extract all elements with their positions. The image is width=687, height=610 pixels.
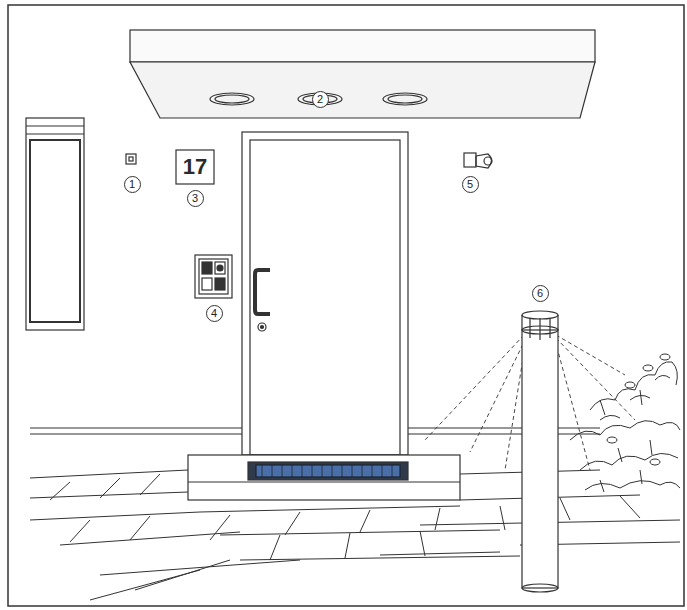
window	[26, 118, 84, 330]
line-art	[8, 5, 684, 606]
frame	[8, 5, 684, 606]
paving	[30, 470, 680, 600]
bollard-light	[522, 311, 558, 592]
door	[242, 132, 408, 455]
canopy	[130, 30, 595, 118]
callout-number: 2	[312, 91, 329, 108]
entrance-step	[188, 455, 460, 500]
door-intercom	[195, 255, 232, 298]
callout-number: 3	[187, 190, 204, 207]
callout-number: 4	[206, 305, 223, 322]
house-number-plate	[176, 150, 214, 184]
callout-number: 1	[124, 176, 141, 193]
house-number: 17	[178, 152, 212, 182]
callout-number: 5	[462, 176, 479, 193]
callout-number: 6	[532, 285, 549, 302]
motion-detector	[464, 153, 492, 168]
light-switch	[126, 154, 136, 164]
shrub	[570, 354, 680, 492]
